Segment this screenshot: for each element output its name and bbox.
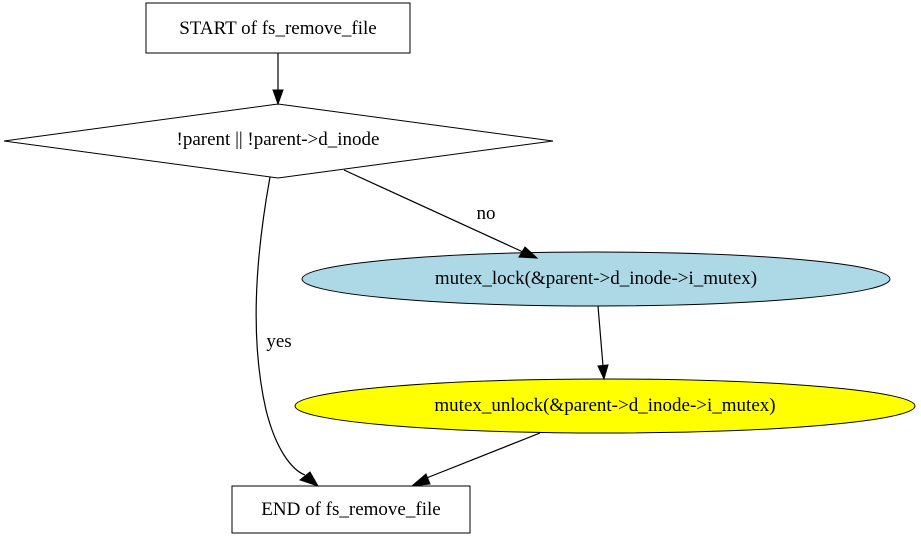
- start-node: START of fs_remove_file: [145, 2, 411, 54]
- edge-lock-to-unlock: [597, 305, 609, 381]
- end-node-label: END of fs_remove_file: [261, 499, 440, 520]
- edge-unlock-to-end: [410, 432, 541, 487]
- unlock-node-ellipse: [294, 378, 916, 434]
- edge-no-label: no: [477, 203, 496, 224]
- edge-lock-to-unlock-line: [597, 305, 604, 367]
- lock-node-label: mutex_lock(&parent->d_inode->i_mutex): [435, 268, 757, 289]
- unlock-node: mutex_unlock(&parent->d_inode->i_mutex): [294, 378, 916, 434]
- edge-decision-to-lock-line: [343, 169, 524, 253]
- edge-lock-to-unlock-arrow: [597, 364, 609, 381]
- edge-decision-to-lock-arrow: [518, 246, 539, 259]
- decision-node: !parent || !parent->d_inode: [3, 103, 554, 179]
- edge-unlock-to-end-line: [423, 432, 541, 480]
- decision-node-label: !parent || !parent->d_inode: [177, 129, 380, 150]
- edge-decision-to-end-line: [255, 176, 306, 476]
- lock-node: mutex_lock(&parent->d_inode->i_mutex): [301, 251, 891, 307]
- unlock-node-label: mutex_unlock(&parent->d_inode->i_mutex): [434, 395, 775, 416]
- edge-decision-to-end-arrow: [298, 471, 320, 487]
- edge-decision-to-lock: no: [343, 169, 539, 259]
- start-node-box: [145, 2, 411, 54]
- edge-yes-label: yes: [266, 331, 291, 352]
- decision-node-diamond: [3, 103, 554, 179]
- end-node-box: [231, 485, 471, 534]
- lock-node-ellipse: [301, 251, 891, 307]
- start-node-label: START of fs_remove_file: [179, 18, 377, 39]
- edge-unlock-to-end-arrow: [410, 473, 431, 487]
- edge-start-to-decision-arrow: [272, 89, 284, 106]
- end-node: END of fs_remove_file: [231, 485, 471, 534]
- edge-start-to-decision: [272, 53, 284, 106]
- edge-decision-to-end: yes: [255, 176, 320, 487]
